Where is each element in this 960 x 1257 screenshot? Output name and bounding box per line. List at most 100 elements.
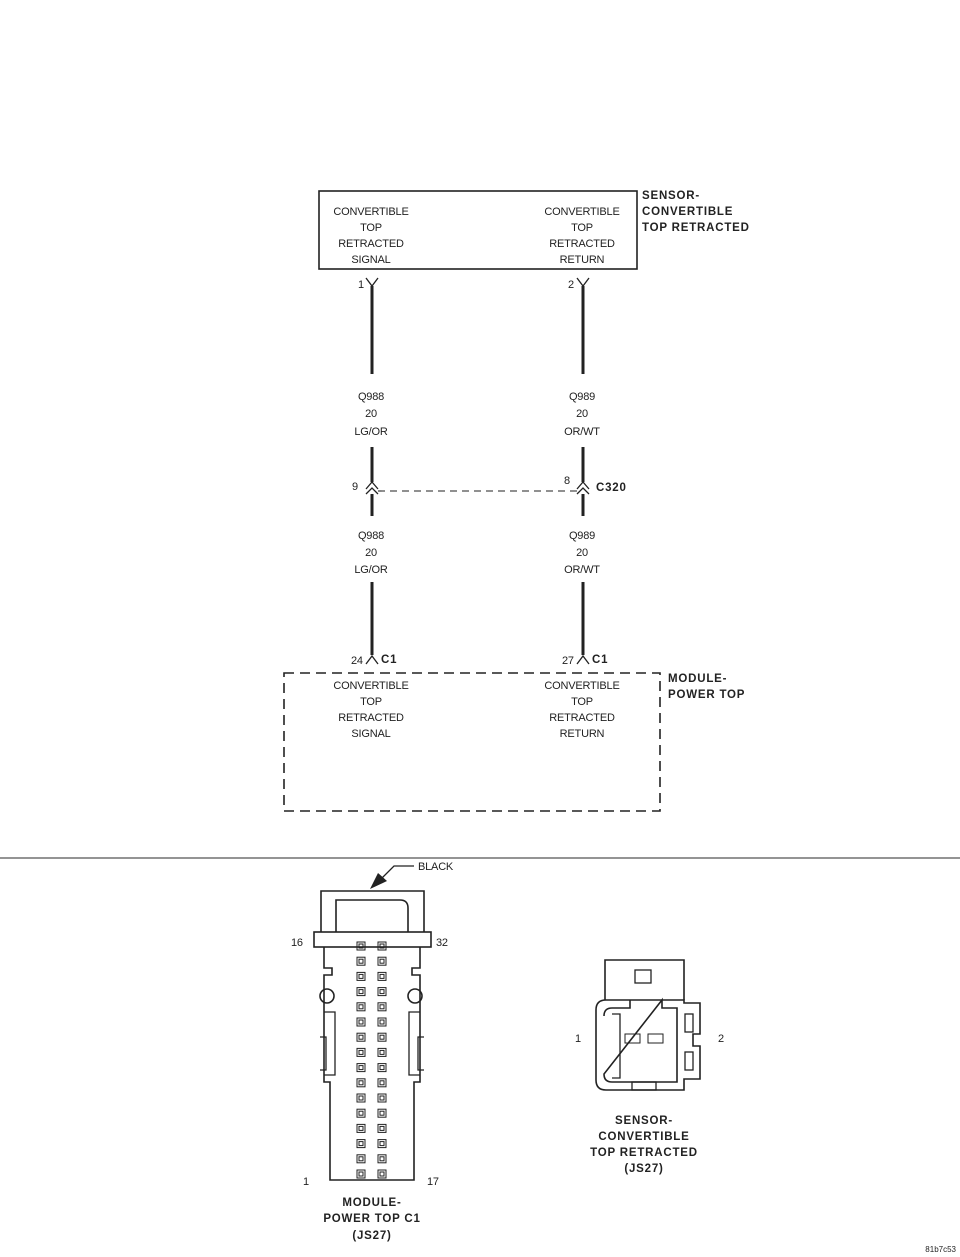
module-c1-caption-line1: MODULE-	[342, 1197, 401, 1209]
black-label-leader	[381, 865, 414, 879]
module-c1-pin-cavity-inner	[379, 973, 385, 979]
module-c1-pin-16: 16	[291, 937, 303, 949]
module-c1-pin-cavity	[356, 1154, 366, 1164]
module-c1-pin-cavity-inner	[358, 943, 364, 949]
sensor-connector-caption-line4: (JS27)	[624, 1163, 663, 1175]
sensor-left-label-line2: TOP	[360, 222, 382, 234]
module-c1-pin-cavity	[356, 971, 366, 981]
module-box	[283, 672, 661, 812]
module-c1-pin-cavity	[377, 956, 387, 966]
module-c1-pin-cavity-inner	[379, 958, 385, 964]
module-title-line1: MODULE-	[668, 673, 727, 685]
module-c1-pin-cavity	[356, 1078, 366, 1088]
module-c1-left-rib	[320, 1036, 327, 1071]
wire-q989-lower-color: OR/WT	[564, 564, 600, 576]
module-c1-pin-cavity	[356, 1123, 366, 1133]
module-c1-pin-cavity	[356, 956, 366, 966]
module-title-line2: POWER TOP	[668, 689, 745, 701]
module-c1-pin-cavity-inner	[358, 1171, 364, 1177]
module-c1-pin-cavity	[377, 941, 387, 951]
sensor-pin-1-terminal	[365, 277, 379, 288]
module-c1-pin-cavity	[377, 1139, 387, 1149]
black-label-arrowhead	[370, 873, 387, 889]
c320-connector-name: C320	[596, 482, 627, 494]
module-c1-pin-cavity-inner	[379, 1156, 385, 1162]
module-c1-pin-cavity-inner	[358, 1080, 364, 1086]
module-c1-pin-32: 32	[436, 937, 448, 949]
module-c1-pin-cavity	[377, 1063, 387, 1073]
sensor-left-label-line3: RETRACTED	[338, 238, 404, 250]
wire-q988-upper-gauge: 20	[365, 408, 377, 420]
module-c1-pin-cavity-inner	[358, 1110, 364, 1116]
sensor-pin-2-terminal	[576, 277, 590, 288]
module-c1-connector-view	[313, 890, 432, 1181]
sensor-pin-2: 2	[568, 279, 574, 291]
module-c1-caption-line2: POWER TOP C1	[323, 1213, 420, 1225]
module-c1-pin-cavity-inner	[358, 1004, 364, 1010]
c320-pin-9-upper-terminal	[365, 481, 379, 490]
module-c1-pin-cavity-inner	[358, 1049, 364, 1055]
c320-pin-8-lower-terminal	[576, 487, 590, 495]
module-left-label-line3: RETRACTED	[338, 712, 404, 724]
module-right-label-line2: TOP	[571, 696, 593, 708]
sensor-connector-right-tab-upper	[684, 1013, 694, 1033]
sensor-connector-right-tab-lower	[684, 1051, 694, 1071]
sensor-connector-outer-body	[595, 999, 701, 1091]
module-c1-pin-cavity	[377, 1123, 387, 1133]
sensor-connector-top-shroud	[604, 959, 685, 1000]
module-c1-caption-line3: (JS27)	[352, 1230, 391, 1242]
module-c1-pin-cavity	[377, 1032, 387, 1042]
module-pin-24-terminal	[365, 654, 379, 665]
module-right-label-line1: CONVERTIBLE	[544, 680, 619, 692]
module-c1-pin-cavity-inner	[358, 1034, 364, 1040]
module-c1-pin-17: 17	[427, 1176, 439, 1188]
module-c1-pin-cavity-inner	[379, 1049, 385, 1055]
module-c1-pin-cavity	[377, 987, 387, 997]
wire-q988-lower-circuit: Q988	[358, 530, 384, 542]
sensor-pin-1: 1	[358, 279, 364, 291]
module-c1-pin-cavity	[377, 1047, 387, 1057]
module-c1-pin-cavity-inner	[379, 989, 385, 995]
module-c1-pin-cavity	[377, 1169, 387, 1179]
wire-q989-upper-color: OR/WT	[564, 426, 600, 438]
module-c1-latch	[320, 890, 425, 932]
module-c1-pin-cavity	[356, 1169, 366, 1179]
sensor-connector-pin-1-cavity	[624, 1033, 641, 1044]
module-c1-pin-cavity	[356, 1063, 366, 1073]
module-c1-pin-cavity-inner	[379, 1065, 385, 1071]
module-c1-right-rail	[408, 1011, 420, 1076]
module-c1-pin-cavity-inner	[379, 943, 385, 949]
module-c1-pin-cavity	[356, 1002, 366, 1012]
module-c1-pin-cavity-inner	[358, 1095, 364, 1101]
c320-pin-9: 9	[352, 481, 358, 493]
module-c1-pin-cavity-inner	[358, 1065, 364, 1071]
module-c1-pin-cavity	[377, 971, 387, 981]
c320-pin-9-lower-terminal	[365, 487, 379, 495]
module-c1-pin-cavity	[377, 1154, 387, 1164]
module-c1-pin-cavity-inner	[358, 1141, 364, 1147]
module-c1-pin-cavity-inner	[379, 1080, 385, 1086]
module-pin-27-terminal	[576, 654, 590, 665]
module-left-label-line1: CONVERTIBLE	[333, 680, 408, 692]
sensor-left-label-line1: CONVERTIBLE	[333, 206, 408, 218]
wire-q989-upper-circuit: Q989	[569, 391, 595, 403]
sensor-left-label-line4: SIGNAL	[351, 254, 390, 266]
module-c1-pin-cavity	[356, 1047, 366, 1057]
sensor-right-label-line2: TOP	[571, 222, 593, 234]
sensor-connector-inner-body	[603, 997, 678, 1083]
module-c1-pin-cavity	[356, 941, 366, 951]
module-c1-pin-cavity-inner	[379, 1125, 385, 1131]
module-right-label-line4: RETURN	[560, 728, 605, 740]
module-pin-24-connector: C1	[381, 654, 397, 666]
sensor-title-line3: TOP RETRACTED	[642, 222, 750, 234]
wire-q989-lower-circuit: Q989	[569, 530, 595, 542]
module-c1-pin-cavity	[377, 1017, 387, 1027]
sensor-connector-top-key	[634, 969, 652, 984]
figure-id: 81b7c53	[925, 1245, 956, 1254]
module-c1-pin-cavity-inner	[379, 1141, 385, 1147]
sensor-connector-pin-2: 2	[718, 1033, 724, 1045]
module-c1-pin-cavity-inner	[358, 989, 364, 995]
module-c1-right-lock	[407, 988, 423, 1004]
sensor-connector-left-slot	[612, 1013, 621, 1079]
